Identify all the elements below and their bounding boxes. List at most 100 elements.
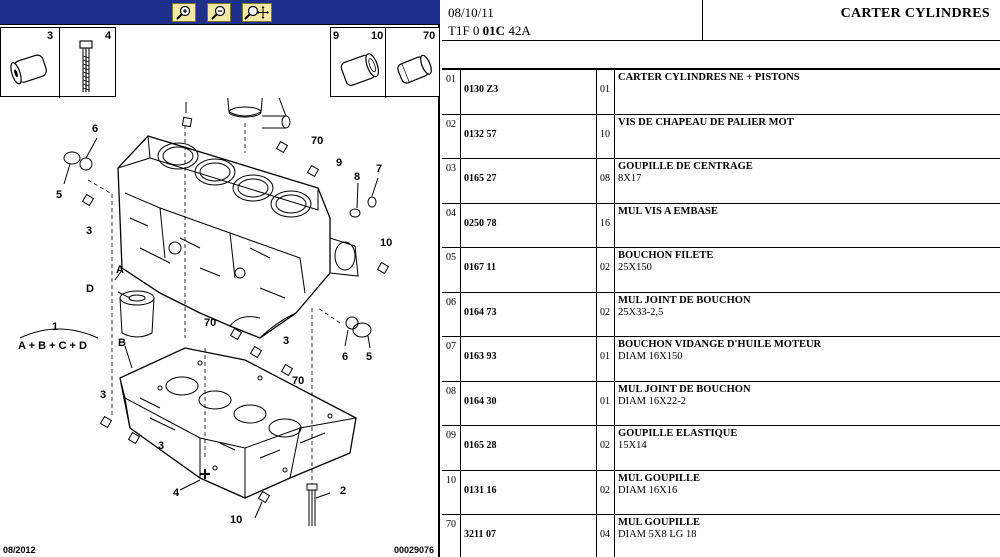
part-quantity: 10 [600, 128, 610, 140]
item-number: 07 [446, 341, 456, 352]
part-name: BOUCHON FILETE [618, 250, 714, 261]
header-code: T1F 0 01C 42A [448, 23, 531, 39]
header-code-prefix: T1F 0 [448, 23, 483, 38]
part-reference[interactable]: 0164 73 [464, 306, 497, 318]
item-number: 70 [446, 519, 456, 530]
piston-icon [227, 98, 291, 129]
callout-10: 10 [380, 237, 392, 249]
thumbnail-label: 10 [371, 30, 384, 42]
part-reference[interactable]: 0165 27 [464, 173, 497, 184]
part-spec: 25X33-2,5 [618, 306, 664, 318]
thumbnail-label: 9 [333, 30, 340, 42]
part-reference[interactable]: 3211 07 [464, 529, 496, 540]
bedplate-icon [119, 347, 357, 499]
callout-70: 70 [204, 317, 216, 329]
part-name: BOUCHON VIDANGE D'HUILE MOTEUR [618, 339, 822, 350]
part-spec: DIAM 16X16 [618, 484, 678, 496]
zoom-in-button[interactable] [172, 3, 196, 22]
callout-9: 9 [336, 157, 342, 169]
thumbnail-group-right: 9 10 70 [330, 27, 440, 98]
bolt-icon [306, 483, 318, 526]
callout-70: 70 [311, 135, 323, 147]
zoom-pan-button[interactable] [242, 3, 272, 22]
part-reference[interactable]: 0164 30 [464, 395, 497, 407]
callout-assembly-formula: A + B + C + D [18, 340, 87, 352]
callout-5: 5 [366, 351, 372, 363]
part-reference[interactable]: 0132 57 [464, 128, 497, 140]
part-spec: DIAM 5X8 LG 18 [618, 529, 697, 540]
part-spec: 8X17 [618, 173, 642, 184]
part-spec: 25X150 [618, 262, 652, 273]
item-number: 04 [446, 207, 456, 219]
zoom-in-icon [176, 5, 191, 20]
diagram-pane: 3 4 9 10 70 [0, 0, 440, 557]
engine-block-exploded-diagram: 9 C 6 70 9 7 8 5 3 10 A D 1 A + B + C + … [18, 98, 392, 526]
crosshair-icon [200, 469, 210, 479]
part-reference[interactable]: 0165 28 [464, 440, 497, 451]
callout-3: 3 [283, 335, 289, 347]
part-quantity: 02 [600, 262, 610, 273]
part-quantity: 08 [600, 173, 610, 184]
callout-3: 3 [100, 389, 106, 401]
part-name: CARTER CYLINDRES NE + PISTONS [618, 72, 800, 83]
cylinder-block-icon [117, 135, 359, 339]
part-quantity: 16 [600, 217, 610, 229]
item-number: 09 [446, 430, 456, 441]
parts-table: 01 0130 Z3 01 CARTER CYLINDRES NE + PISTONS… [442, 70, 1000, 557]
part-name: GOUPILLE DE CENTRAGE [618, 161, 753, 172]
oil-filter-icon [119, 290, 155, 338]
diagram-date: 08/2012 [3, 545, 36, 555]
table-row[interactable]: 04 0250 78 16 MUL VIS A EMBASE [442, 203, 1000, 248]
callout-2: 2 [340, 485, 346, 497]
callout-6: 6 [342, 351, 348, 363]
part-spec: DIAM 16X22-2 [618, 395, 686, 407]
thumbnail-label: 4 [105, 30, 112, 42]
part-reference[interactable]: 0250 78 [464, 217, 497, 229]
part-name: MUL GOUPILLE [618, 517, 700, 528]
part-quantity: 01 [600, 395, 610, 407]
parts-list-pane: 08/10/11 T1F 0 01C 42A CARTER CYLINDRES … [442, 0, 1000, 557]
part-reference[interactable]: 0163 93 [464, 351, 497, 362]
part-reference[interactable]: 0167 11 [464, 262, 496, 273]
thumbnail-label: 3 [47, 30, 54, 42]
part-reference[interactable]: 0131 16 [464, 484, 497, 496]
callout-5: 5 [56, 189, 62, 201]
callout-7: 7 [376, 163, 382, 175]
part-name: MUL VIS A EMBASE [618, 205, 718, 217]
callout-3: 3 [86, 225, 92, 237]
part-description: CARTER CYLINDRES NE + PISTONS [618, 72, 800, 116]
header-code-suffix: 42A [505, 23, 531, 38]
header-date: 08/10/11 [448, 5, 494, 20]
part-quantity: 04 [600, 529, 610, 540]
diagram-reference: 00029076 [393, 545, 434, 555]
part-reference[interactable]: 0130 Z3 [464, 84, 499, 95]
callout-6: 6 [92, 123, 98, 135]
item-number: 06 [446, 296, 456, 308]
page-title: CARTER CYLINDRES [840, 6, 990, 21]
item-number: 01 [446, 74, 456, 85]
zoom-out-button[interactable] [207, 3, 231, 22]
part-description: VIS DE CHAPEAU DE PALIER MOT [618, 117, 794, 161]
header-code-bold: 01C [482, 23, 506, 38]
item-number: 08 [446, 385, 456, 397]
item-number: 05 [446, 252, 456, 263]
item-number: 10 [446, 474, 456, 486]
part-name: VIS DE CHAPEAU DE PALIER MOT [618, 116, 794, 128]
